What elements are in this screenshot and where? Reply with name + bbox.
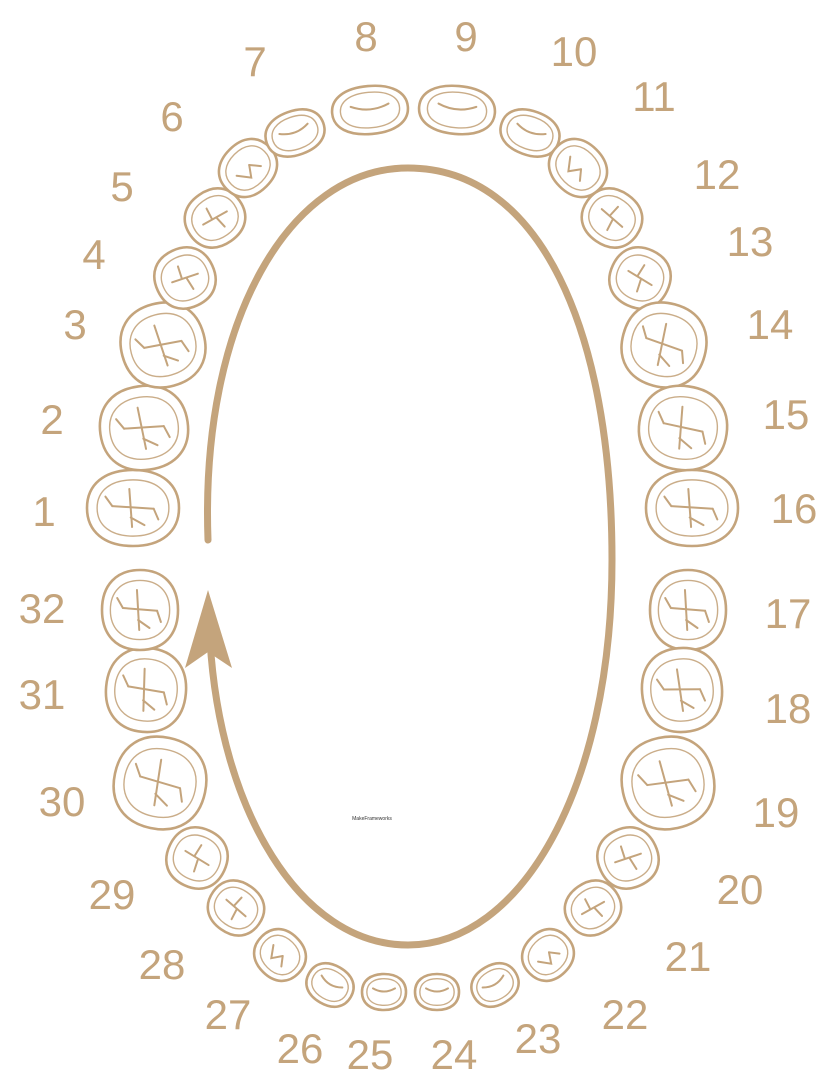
tooth-number-7: 7: [243, 38, 266, 85]
tooth-number-21: 21: [665, 933, 712, 980]
tooth-number-8: 8: [354, 13, 377, 60]
tooth-number-14: 14: [747, 301, 794, 348]
tooth-number-12: 12: [694, 151, 741, 198]
tooth-number-5: 5: [110, 163, 133, 210]
tooth-number-10: 10: [551, 28, 598, 75]
tooth-number-2: 2: [40, 396, 63, 443]
tooth-number-26: 26: [277, 1025, 324, 1072]
tooth-1: [87, 470, 179, 546]
tooth-number-25: 25: [347, 1031, 394, 1078]
tooth-31: [102, 645, 189, 736]
tooth-number-18: 18: [765, 685, 812, 732]
tooth-number-23: 23: [515, 1015, 562, 1062]
tooth-number-28: 28: [139, 941, 186, 988]
tooth-3: [112, 294, 215, 397]
tooth-22: [513, 920, 584, 991]
tooth-outline: [513, 920, 584, 991]
tooth-number-1: 1: [32, 488, 55, 535]
tooth-number-11: 11: [632, 73, 676, 120]
tooth-number-17: 17: [765, 590, 812, 637]
tooth-number-29: 29: [89, 871, 136, 918]
teeth: [87, 83, 738, 1015]
arch-arrow-line: [208, 168, 612, 945]
tooth-number-15: 15: [763, 391, 810, 438]
tooth-number-32: 32: [19, 585, 66, 632]
tooth-16: [646, 470, 738, 546]
tooth-14: [613, 294, 716, 397]
tooth-number-13: 13: [727, 218, 774, 265]
tooth-25: [362, 974, 406, 1010]
tooth-30: [105, 728, 214, 837]
watermark-text: MakeFrameworks: [352, 816, 392, 822]
tooth-number-4: 4: [82, 231, 105, 278]
tooth-number-24: 24: [431, 1031, 478, 1078]
tooth-9: [417, 83, 497, 137]
tooth-number-20: 20: [717, 866, 764, 913]
tooth-number-27: 27: [205, 991, 252, 1038]
tooth-number-30: 30: [39, 778, 86, 825]
arch-direction-arrow: [185, 168, 612, 945]
tooth-24: [415, 974, 459, 1010]
tooth-26: [299, 956, 361, 1015]
tooth-number-16: 16: [771, 485, 818, 532]
tooth-2: [95, 380, 194, 475]
tooth-number-6: 6: [160, 93, 183, 140]
tooth-number-9: 9: [454, 13, 477, 60]
tooth-32: [102, 570, 178, 650]
tooth-15: [634, 380, 733, 475]
tooth-8: [330, 83, 410, 137]
tooth-number-31: 31: [19, 671, 66, 718]
tooth-23: [464, 956, 526, 1015]
tooth-18: [638, 645, 725, 736]
tooth-number-3: 3: [63, 301, 86, 348]
tooth-17: [650, 570, 726, 650]
tooth-number-22: 22: [602, 991, 649, 1038]
tooth-19: [613, 728, 722, 837]
tooth-number-19: 19: [753, 789, 800, 836]
